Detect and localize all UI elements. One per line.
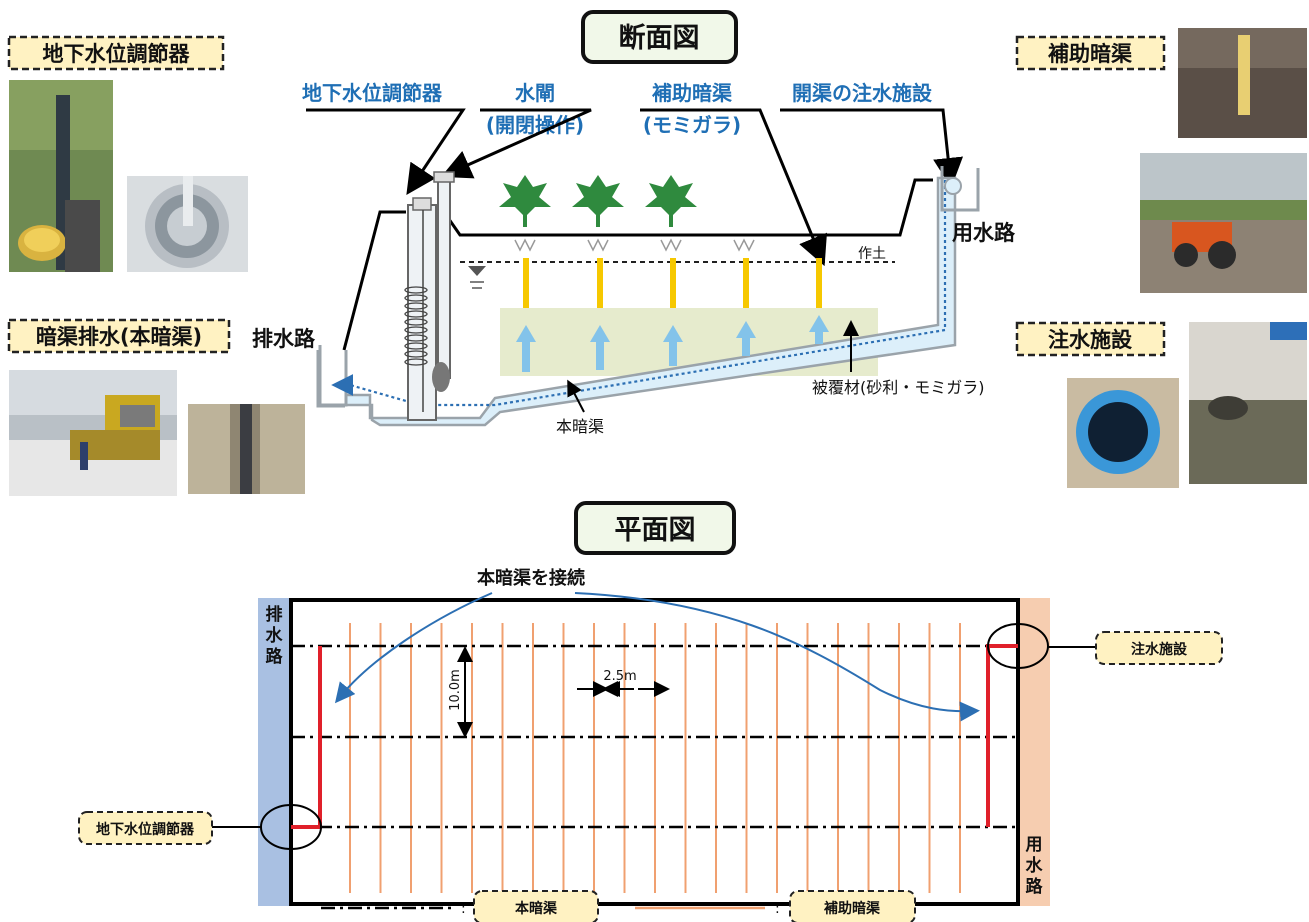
photo-inlet-pipe [1067, 378, 1179, 488]
plan-connect-arrows [334, 592, 980, 722]
tag-aux-drain-label: 補助暗渠 [1047, 42, 1132, 66]
section-title-box: 断面図 [581, 10, 738, 64]
label-aux-drain-sub: (モミガラ) [643, 113, 741, 137]
crop-plants [499, 175, 697, 227]
legend-colon-2: : [775, 901, 780, 917]
plan-aux-drain-lines [349, 623, 961, 893]
tag-main-drain-photo: 暗渠排水(本暗渠) [7, 318, 231, 354]
tag-aux-drain-photo: 補助暗渠 [1015, 35, 1166, 71]
plan-water-channel-label: 用 水 路 [1026, 835, 1044, 897]
label-drain-channel: 排水路 [252, 327, 316, 351]
photo-aux-drain-soil [1178, 28, 1307, 138]
water-level-icon [468, 266, 486, 289]
plan-drain-char-2: 水 [266, 625, 284, 646]
arrow-main-drain [567, 379, 585, 413]
plan-drain-char-1: 排 [266, 604, 283, 625]
tag-main-drain-label: 暗渠排水(本暗渠) [36, 325, 202, 349]
photo-regulator-1 [9, 80, 113, 272]
label-main-drain: 本暗渠 [556, 417, 604, 436]
plan-water-char-1: 用 [1026, 835, 1043, 855]
label-cover-material: 被覆材(砂利・モミガラ) [812, 378, 985, 397]
drain-channel-wall [316, 350, 345, 408]
photo-inlet-wall [1189, 322, 1307, 484]
plan-depth-label: 10.0m [448, 669, 463, 711]
plan-inlet-label: 注水施設 [1131, 641, 1188, 658]
plan-regulator-label: 地下水位調節器 [96, 821, 195, 838]
label-inlet: 開渠の注水施設 [792, 81, 933, 105]
photo-drain-machine [9, 370, 177, 496]
aux-drain-posts [514, 238, 829, 372]
plan-field-outline [289, 598, 1020, 906]
tag-regulator-photo: 地下水位調節器 [7, 35, 225, 71]
plan-inlet-tag: 注水施設 [1095, 631, 1223, 665]
plan-spacing-label: 2.5m [603, 669, 636, 684]
label-aux-drain: 補助暗渠 [651, 81, 733, 105]
legend-aux-drain-label: 補助暗渠 [823, 900, 881, 917]
plan-water-char-2: 水 [1026, 855, 1044, 876]
label-gate: 水閘 [515, 81, 555, 105]
plan-water-channel [1018, 598, 1050, 906]
plan-water-char-3: 路 [1026, 876, 1044, 897]
label-regulator: 地下水位調節器 [302, 81, 443, 105]
regulator-device [404, 171, 455, 421]
label-water-channel: 用水路 [952, 221, 1016, 245]
photo-regulator-2 [127, 176, 248, 272]
tag-regulator-label: 地下水位調節器 [43, 42, 191, 66]
plan-regulator-tag: 地下水位調節器 [78, 811, 213, 845]
legend-main-drain-label: 本暗渠 [515, 900, 558, 917]
inlet-channel [940, 166, 980, 212]
section-ground-outline [342, 178, 933, 351]
section-title: 断面図 [619, 23, 700, 54]
legend-colon-1: : [461, 901, 466, 917]
leader-lines [306, 108, 964, 267]
plan-title-box: 平面図 [574, 501, 736, 555]
label-gate-sub: (開閉操作) [486, 113, 584, 137]
plan-title: 平面図 [615, 515, 696, 546]
tag-inlet-photo: 注水施設 [1015, 321, 1166, 357]
plan-drain-channel [258, 598, 291, 906]
photo-tractor [1140, 153, 1307, 293]
plan-connect-label: 本暗渠を接続 [477, 567, 585, 589]
plan-legend: : 本暗渠 : 補助暗渠 [321, 890, 916, 922]
label-topsoil: 作土 [858, 246, 886, 262]
photo-drain-pipe [188, 404, 305, 494]
plan-main-drain-lines [291, 644, 1018, 829]
plan-drain-char-3: 路 [266, 646, 284, 667]
plan-drain-channel-label: 排 水 路 [266, 604, 284, 667]
tag-inlet-label: 注水施設 [1048, 328, 1133, 352]
